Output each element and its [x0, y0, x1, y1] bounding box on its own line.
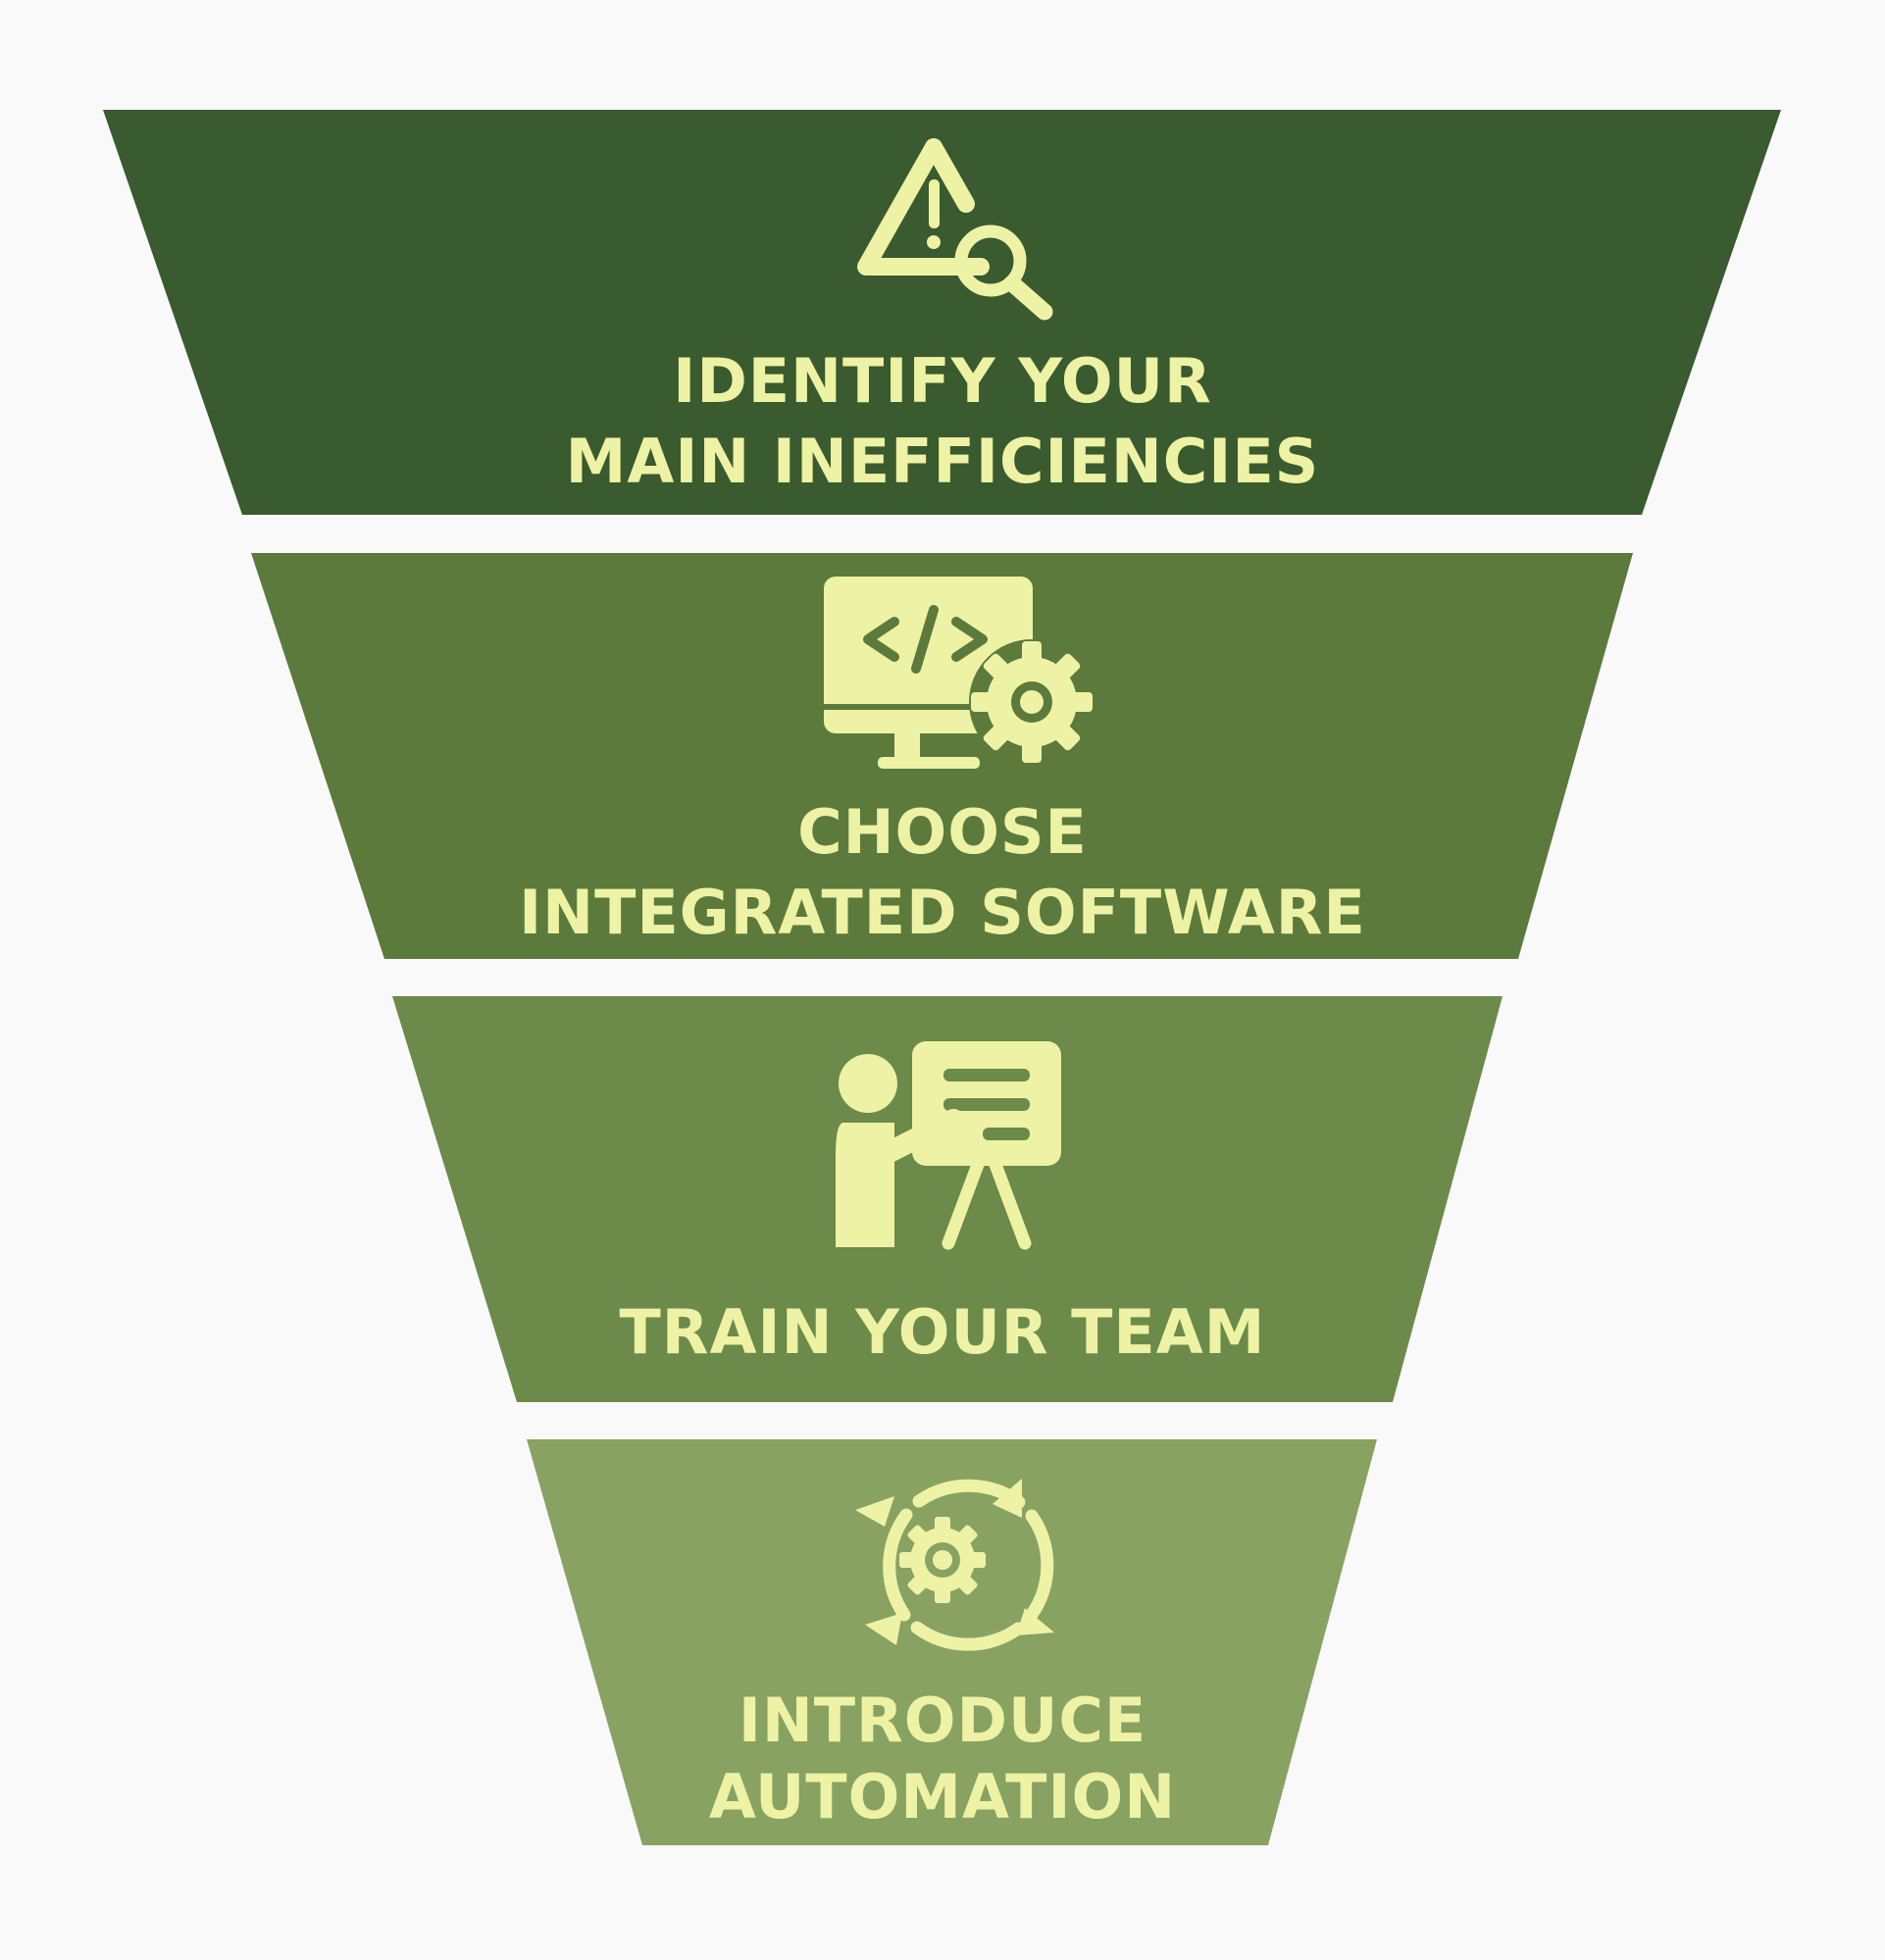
stage-4-label-line-2: AUTOMATION: [709, 1761, 1176, 1833]
funnel-stage-3: TRAIN YOUR TEAM: [392, 996, 1503, 1402]
stage-2-band: [251, 553, 1633, 959]
funnel-stage-4: INTRODUCE AUTOMATION: [527, 1439, 1377, 1845]
stage-1-label-line-2: MAIN INEFFICIENCIES: [566, 426, 1320, 497]
stage-3-band: [392, 996, 1503, 1402]
funnel-stage-2: CHOOSE INTEGRATED SOFTWARE: [251, 553, 1633, 959]
stage-2-label-line-1: CHOOSE: [797, 796, 1088, 868]
warning-magnifier-icon: [857, 138, 1053, 321]
stage-1-band: [103, 110, 1781, 515]
stage-2-label-line-2: INTEGRATED SOFTWARE: [519, 877, 1366, 948]
stage-4-label-line-1: INTRODUCE: [739, 1684, 1146, 1756]
stage-3-label: TRAIN YOUR TEAM: [620, 1296, 1266, 1368]
stage-1-label-line-1: IDENTIFY YOUR: [673, 345, 1211, 417]
automation-cycle-gear-icon: [855, 1479, 1054, 1651]
code-monitor-gear-icon: [824, 577, 1095, 769]
trainer-presentation-icon: [836, 1041, 1061, 1250]
funnel-stage-1: IDENTIFY YOUR MAIN INEFFICIENCIES: [103, 110, 1781, 515]
